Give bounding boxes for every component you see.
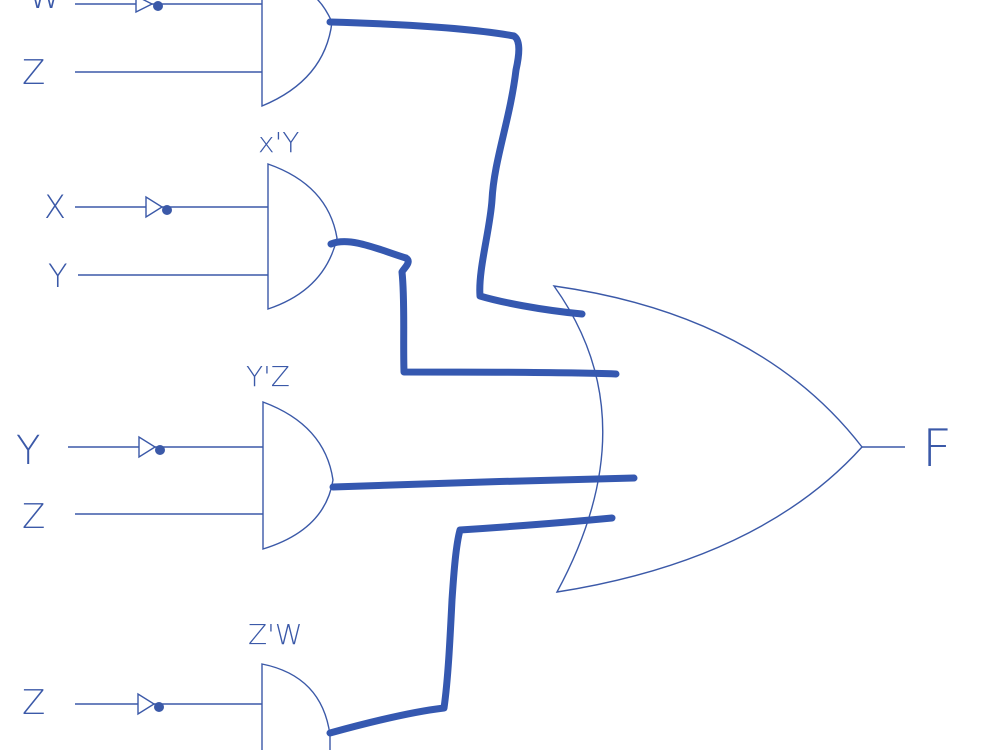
- inverter-bubble: [153, 1, 163, 11]
- gate3-input-z-label: Z: [22, 497, 45, 537]
- gate1-input-z-label: Z: [22, 53, 45, 93]
- inverter-bubble: [162, 205, 172, 215]
- and-gate-1-body: [261, 0, 333, 108]
- inverter-bubble: [154, 702, 164, 712]
- inverter-triangle: [145, 195, 164, 219]
- and-gate-3-body: [262, 400, 334, 550]
- and-gate-2-body: [267, 163, 338, 310]
- and-gate-3: [68, 400, 334, 550]
- or-gate-body: [552, 285, 863, 593]
- gate4-term-label: Z'W: [248, 618, 303, 651]
- and-gate-2: [75, 163, 338, 310]
- connection-gate2-to-or: [327, 238, 620, 378]
- gate3-input-y-label: Y: [16, 428, 40, 474]
- inverter-triangle: [137, 692, 156, 716]
- gate3-term-label: Y'Z: [246, 360, 290, 393]
- gate1-input-w-label: W: [28, 0, 62, 17]
- and-gate-4: [75, 663, 331, 750]
- inverter-bubble: [155, 445, 165, 455]
- and-gate-4-body: [261, 663, 331, 750]
- output-f-label: F: [922, 419, 952, 479]
- gate2-term-label: x'Y: [258, 126, 299, 159]
- inverter-triangle: [138, 435, 157, 459]
- inverter-triangle: [135, 0, 154, 14]
- connection-gate3-to-or: [329, 474, 638, 491]
- gate2-input-y-label: Y: [48, 257, 68, 295]
- or-gate: [552, 285, 905, 593]
- connection-gate1-to-or: [326, 18, 586, 318]
- gate2-input-x-label: X: [44, 188, 66, 226]
- connection-gate4-to-or: [326, 514, 616, 737]
- and-gate-1: [75, 0, 333, 108]
- gate4-input-z-label: Z: [22, 683, 45, 723]
